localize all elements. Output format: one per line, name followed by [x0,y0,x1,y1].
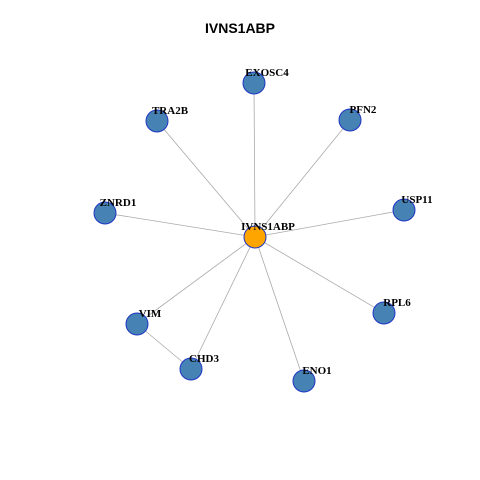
node-vim[interactable]: VIM [125,308,162,336]
node-chd3[interactable]: CHD3 [179,353,219,381]
node-tra2b[interactable]: TRA2B [145,105,189,133]
node-circle[interactable] [179,357,203,381]
node-label: VIM [139,308,162,320]
edge-ivns1abp-pfn2 [254,119,351,238]
node-circle[interactable] [93,201,117,225]
edge-ivns1abp-chd3 [190,236,256,370]
node-label: ZNRD1 [100,197,137,209]
node-usp11[interactable]: USP11 [392,194,433,222]
node-exosc4[interactable]: EXOSC4 [242,67,289,95]
edge-ivns1abp-znrd1 [104,212,256,238]
node-circle[interactable] [243,225,267,249]
edge-ivns1abp-tra2b [156,120,256,238]
node-circle[interactable] [372,301,396,325]
node-label: RPL6 [383,297,411,309]
node-circle[interactable] [338,108,362,132]
edge-ivns1abp-vim [136,236,256,325]
diagram-title: IVNS1ABP [204,20,276,36]
edge-ivns1abp-rpl6 [254,236,385,314]
edge-ivns1abp-eno1 [254,236,305,382]
node-circle[interactable] [292,369,316,393]
node-label: CHD3 [189,353,219,365]
node-circle[interactable] [125,312,149,336]
node-ivns1abp[interactable]: IVNS1ABP [241,221,295,249]
edge-vim-chd3 [136,323,192,370]
node-eno1[interactable]: ENO1 [292,365,332,393]
node-rpl6[interactable]: RPL6 [372,297,411,325]
node-label: PFN2 [350,104,377,116]
node-label: EXOSC4 [245,67,289,79]
node-label: ENO1 [302,365,331,377]
node-circle[interactable] [392,198,416,222]
node-circle[interactable] [242,71,266,95]
edges-layer [104,82,405,382]
node-label: TRA2B [152,105,189,117]
node-pfn2[interactable]: PFN2 [338,104,377,132]
edge-ivns1abp-exosc4 [253,82,256,238]
node-label: IVNS1ABP [241,221,295,233]
edge-ivns1abp-usp11 [254,209,405,238]
node-znrd1[interactable]: ZNRD1 [93,197,137,225]
node-circle[interactable] [145,109,169,133]
node-label: USP11 [401,194,432,206]
